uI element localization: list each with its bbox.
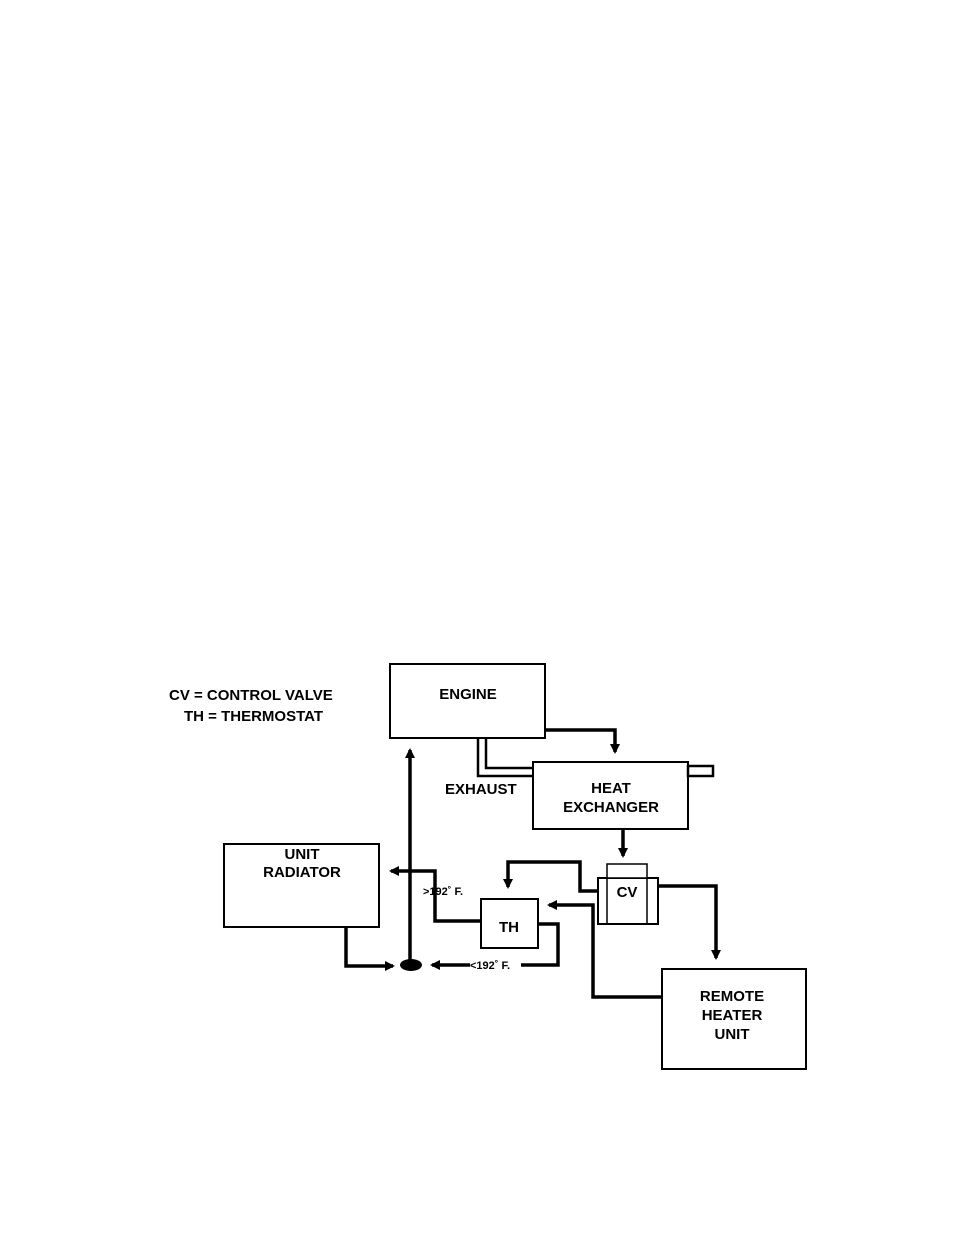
below-temp-label: <192˚ F.	[470, 960, 510, 972]
remote-heater-label-3: UNIT	[715, 1026, 750, 1043]
legend-cv: CV = CONTROL VALVE	[169, 687, 333, 704]
remote-heater-label-2: HEATER	[702, 1007, 763, 1024]
legend-th: TH = THERMOSTAT	[184, 708, 323, 725]
exhaust-label: EXHAUST	[445, 781, 517, 798]
exhaust-pipe-inner	[486, 738, 534, 768]
flow-radiator-to-junction	[346, 927, 393, 966]
cv-block-top	[607, 864, 647, 878]
flow-cv-to-th	[508, 862, 598, 891]
flow-cv-to-remote	[658, 886, 716, 958]
th-label: TH	[499, 919, 519, 936]
heat-exchanger-label-1: HEAT	[591, 780, 631, 797]
exhaust-outlet	[688, 766, 713, 776]
above-temp-label: >192˚ F.	[423, 886, 463, 898]
engine-label: ENGINE	[439, 686, 497, 703]
remote-heater-label-1: REMOTE	[700, 988, 764, 1005]
heat-exchanger-label-2: EXCHANGER	[563, 799, 659, 816]
unit-radiator-label-2: RADIATOR	[263, 864, 341, 881]
flow-engine-to-hx	[545, 730, 615, 752]
cv-label: CV	[617, 884, 638, 901]
unit-radiator-label-1: UNIT	[285, 846, 320, 863]
